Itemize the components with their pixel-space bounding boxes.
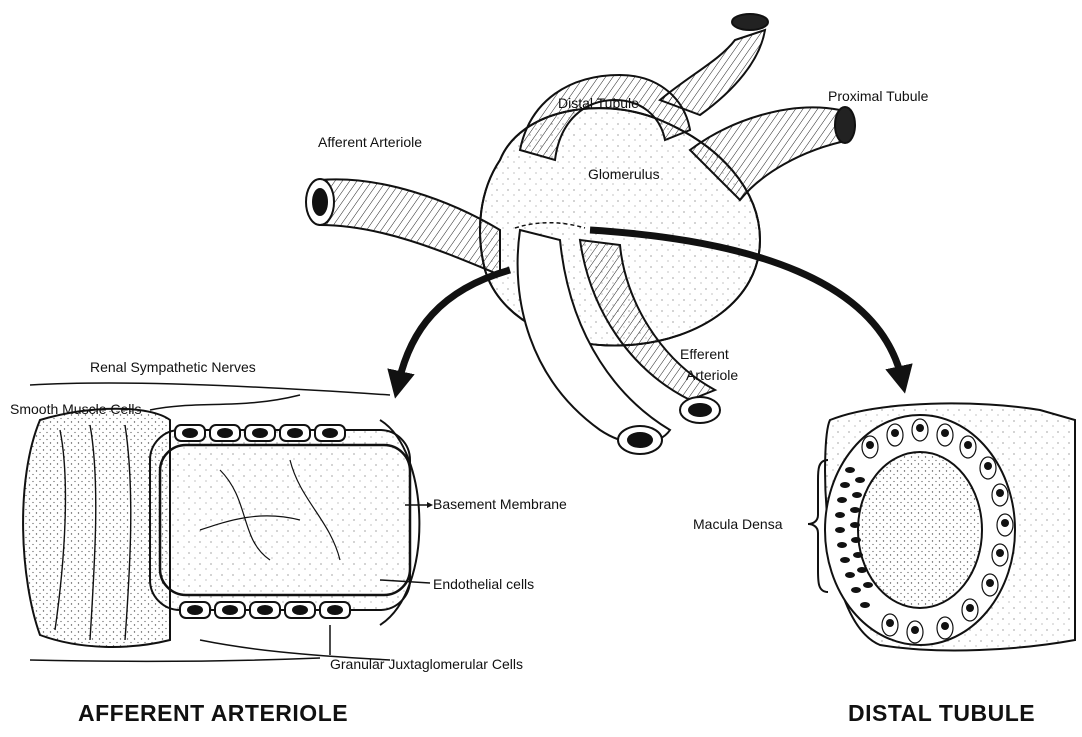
label-glomerulus: Glomerulus	[588, 166, 660, 182]
endothelial-cells-top	[175, 425, 345, 441]
label-macula-densa: Macula Densa	[693, 516, 783, 532]
afferent-arteriole-section	[23, 383, 419, 661]
afferent-arteriole-shape	[320, 179, 500, 275]
label-renal-sympathetic-nerves: Renal Sympathetic Nerves	[90, 359, 256, 375]
distal-tubule-section	[825, 403, 1075, 650]
granular-jg-cells-bottom	[180, 602, 350, 618]
label-distal-tubule: Distal Tubule	[558, 95, 639, 111]
label-smooth-muscle-cells: Smooth Muscle Cells	[10, 401, 142, 417]
label-efferent: Efferent	[680, 346, 729, 362]
label-arteriole: Arteriole	[686, 367, 738, 383]
glomerulus-assembly	[306, 14, 855, 454]
caption-afferent-arteriole: AFFERENT ARTERIOLE	[78, 700, 348, 727]
caption-distal-tubule: DISTAL TUBULE	[848, 700, 1035, 727]
label-proximal-tubule: Proximal Tubule	[828, 88, 928, 104]
label-granular-jg-cells: Granular Juxtaglomerular Cells	[330, 656, 523, 672]
label-afferent-arteriole: Afferent Arteriole	[318, 134, 422, 150]
label-endothelial-cells: Endothelial cells	[433, 576, 534, 592]
label-basement-membrane: Basement Membrane	[433, 496, 567, 512]
